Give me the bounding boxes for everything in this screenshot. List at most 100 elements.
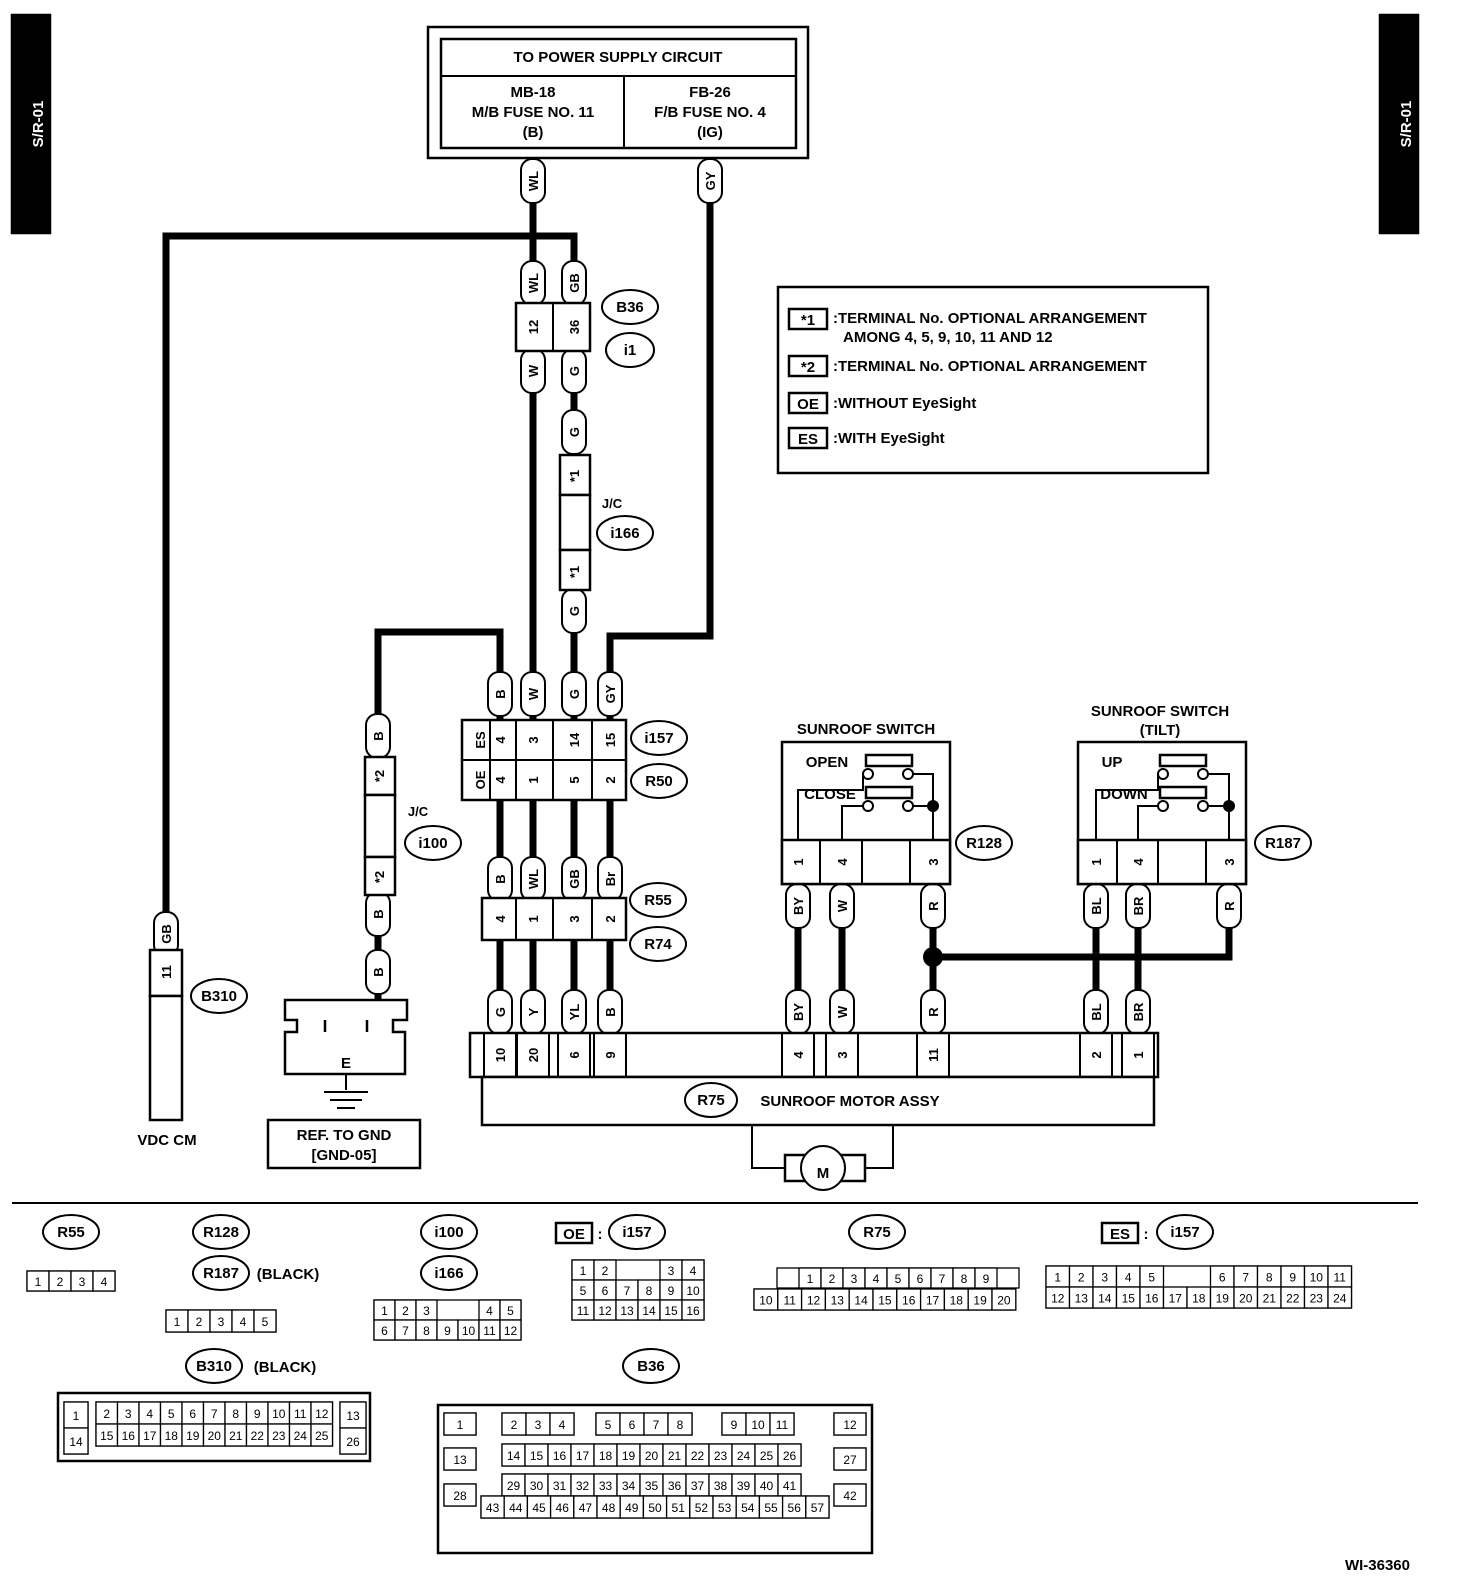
face-badge-b310-label: B310 xyxy=(196,1358,232,1375)
pin-cell-label: 4 xyxy=(690,1264,697,1278)
wire-color-tag xyxy=(561,671,587,717)
pin-cell-label: 6 xyxy=(189,1407,196,1421)
pin-cell-label: 3 xyxy=(668,1264,675,1278)
legend-es-label: ES xyxy=(798,431,818,448)
switch-link xyxy=(797,774,864,840)
fuse-left-text: (B) xyxy=(523,124,544,141)
pin-cell-label: 50 xyxy=(648,1501,662,1515)
face-badge-r75 xyxy=(848,1214,906,1250)
pin-cell-label: 4 xyxy=(1125,1271,1132,1285)
wire-color-label: Br xyxy=(603,872,618,886)
pin-cell-label: 4 xyxy=(146,1407,153,1421)
pin-cell-label: 24 xyxy=(294,1429,308,1443)
pin-number: 4 xyxy=(493,736,508,744)
pin-cell-label: 16 xyxy=(122,1429,136,1443)
switch-down-contact xyxy=(1158,785,1208,800)
fuse-right-text: F/B FUSE NO. 4 xyxy=(654,104,766,121)
pin-cell-label: 15 xyxy=(878,1294,892,1308)
motor-symbol-label: M xyxy=(817,1165,830,1182)
pin-cell-label: 14 xyxy=(69,1435,83,1449)
wire-color-label: W xyxy=(526,364,541,377)
pin-cell-label: 21 xyxy=(668,1449,682,1463)
side-tab-left xyxy=(10,13,52,235)
pin-number: ES xyxy=(473,731,488,749)
wire-color-tag xyxy=(365,949,391,995)
wire-color-label: BR xyxy=(1131,1002,1146,1021)
jc-i100-bot xyxy=(363,855,397,897)
pin-cell-label: 19 xyxy=(186,1429,200,1443)
pin-cell xyxy=(991,1288,1017,1311)
pin-cell-label: 17 xyxy=(926,1294,940,1308)
pin-cell-label: 6 xyxy=(917,1272,924,1286)
badge-b36-label: B36 xyxy=(616,299,644,316)
ref-gnd-label: REF. TO GND xyxy=(297,1127,392,1144)
pin-cell xyxy=(253,1309,277,1333)
face-badge-b36 xyxy=(622,1348,680,1384)
pin-cell xyxy=(777,1443,802,1467)
pin-number: 11 xyxy=(926,1048,941,1062)
badge-r75-label: R75 xyxy=(697,1092,725,1109)
badge-r74 xyxy=(629,926,687,962)
pin-cell-label: 11 xyxy=(783,1294,796,1308)
wire-color-label: BR xyxy=(1131,896,1146,915)
wire-color-label: R xyxy=(926,1007,941,1017)
pin-cell-label: 6 xyxy=(1219,1271,1226,1285)
pin-cell-label: 49 xyxy=(625,1501,639,1515)
tilt-switch-title: SUNROOF SWITCH xyxy=(1091,703,1229,720)
pin-cell xyxy=(92,1270,116,1292)
wire-color-label: GY xyxy=(603,684,618,703)
pin-cell xyxy=(443,1483,477,1507)
pin-cell-label: 27 xyxy=(843,1453,857,1467)
pin-number: 9 xyxy=(603,1051,618,1058)
pin-cell-label: 11 xyxy=(776,1418,789,1432)
pin-number: 2 xyxy=(603,915,618,922)
pin-cell-label: 20 xyxy=(645,1449,659,1463)
pin-cell-label: 15 xyxy=(530,1449,544,1463)
wire-color-label: Y xyxy=(526,1007,541,1016)
pin-cell-label: 17 xyxy=(576,1449,590,1463)
wire-color-tag xyxy=(697,158,723,204)
wire-color-label: R xyxy=(1222,901,1237,911)
pin-number: 4 xyxy=(791,1051,806,1059)
pin-cell-label: 55 xyxy=(764,1501,778,1515)
switch-contact-point xyxy=(1157,768,1169,780)
wire-color-label: R xyxy=(926,901,941,911)
pin-number: 3 xyxy=(567,915,582,922)
switch-link xyxy=(1208,773,1230,840)
pin-cell-label: 3 xyxy=(79,1275,86,1289)
pin-cell-label: 13 xyxy=(453,1453,467,1467)
pin-cell-label: 24 xyxy=(1333,1292,1347,1306)
pin-cell-label: 12 xyxy=(315,1407,329,1421)
pin-cell-label: 16 xyxy=(553,1449,567,1463)
pin-cell-label: 38 xyxy=(714,1479,728,1493)
pin-cell-label: 5 xyxy=(895,1272,902,1286)
pin-cell-label: 14 xyxy=(1098,1292,1112,1306)
vdc-cm-label: VDC CM xyxy=(137,1132,196,1149)
legend-box xyxy=(776,285,1210,475)
wire-color-label: G xyxy=(567,606,582,616)
b310-color: (BLACK) xyxy=(254,1359,316,1376)
ref-gnd-box xyxy=(266,1118,422,1170)
pin-cell-label: 8 xyxy=(1266,1271,1273,1285)
face-badge-i157-es xyxy=(1156,1214,1214,1250)
wire-color-label: B xyxy=(603,1007,618,1016)
pin-cell-label: 5 xyxy=(507,1304,514,1318)
legend-text-oe: :WITHOUT EyeSight xyxy=(833,395,976,412)
pin-cell-label: 16 xyxy=(1145,1292,1159,1306)
face-badge-i100-label: i100 xyxy=(434,1224,463,1241)
switch-contact-point xyxy=(1197,768,1209,780)
pin-cell-label: 6 xyxy=(602,1284,609,1298)
pin-number: 2 xyxy=(603,776,618,783)
pin-cell-label: 8 xyxy=(646,1284,653,1298)
pin-number: 3 xyxy=(926,858,941,865)
switch-link xyxy=(913,773,934,840)
pin-cell-label: 4 xyxy=(873,1272,880,1286)
fuse-right-text: FB-26 xyxy=(689,84,731,101)
pin-cell-label: 25 xyxy=(315,1429,329,1443)
pin-cell-label: 7 xyxy=(653,1418,660,1432)
pin-cell xyxy=(1327,1286,1353,1309)
pin-cell-label: 5 xyxy=(580,1284,587,1298)
pin-cell-label: 24 xyxy=(737,1449,751,1463)
wire-color-label: GY xyxy=(703,171,718,190)
pin-cell-label: 23 xyxy=(1310,1292,1324,1306)
